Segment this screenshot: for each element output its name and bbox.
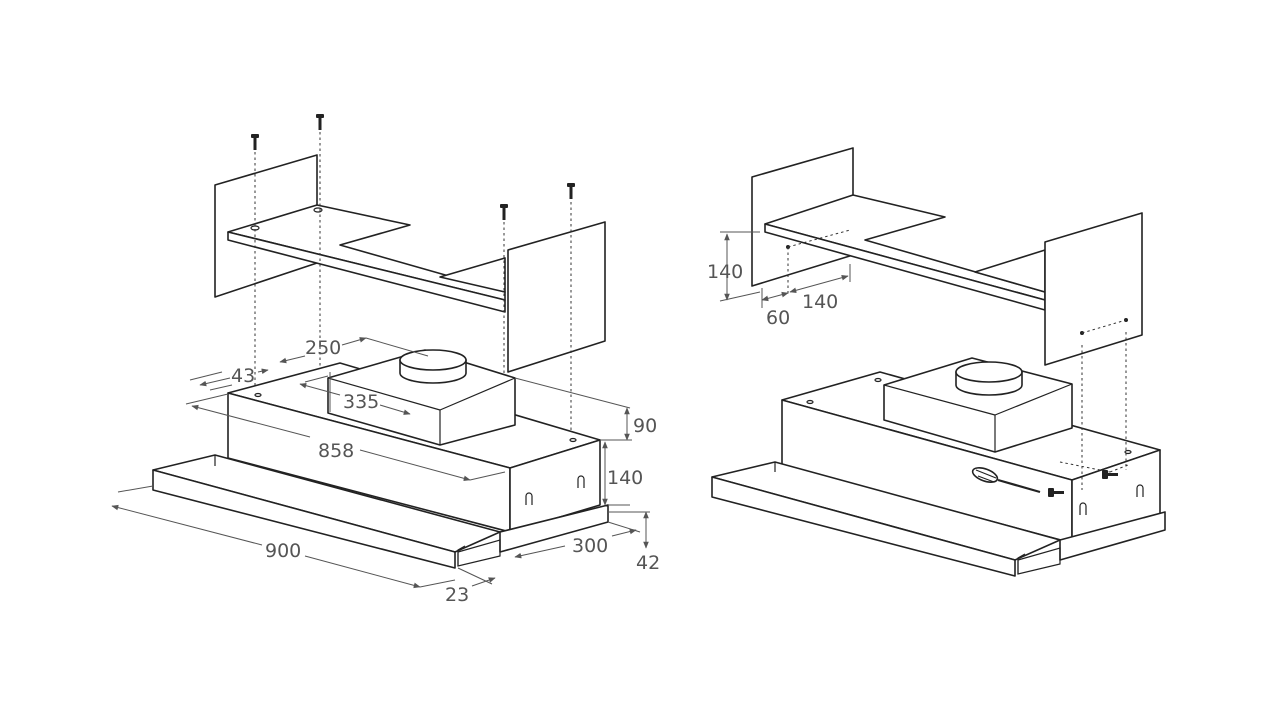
left-mounting-bracket bbox=[214, 154, 606, 373]
dim-335-label: 335 bbox=[343, 391, 379, 413]
dim-900-label: 900 bbox=[265, 540, 301, 562]
left-dimensions: 250 43 335 858 90 140 bbox=[111, 337, 660, 606]
left-screws bbox=[251, 114, 575, 220]
dim-140-vertical-label: 140 bbox=[707, 261, 743, 283]
dim-23-label: 23 bbox=[445, 584, 469, 606]
dim-60-label: 60 bbox=[766, 307, 790, 329]
screw-icon bbox=[567, 183, 575, 199]
dim-250-label: 250 bbox=[305, 337, 341, 359]
dim-43-label: 43 bbox=[231, 365, 255, 387]
screw-icon bbox=[1102, 470, 1118, 479]
screw-icon bbox=[1048, 488, 1064, 497]
left-guide-lines bbox=[254, 132, 572, 465]
screw-icon bbox=[500, 204, 508, 220]
dim-858-label: 858 bbox=[318, 440, 354, 462]
left-hood-body bbox=[227, 349, 601, 533]
right-front-panel bbox=[711, 461, 1166, 577]
screw-icon bbox=[316, 114, 324, 130]
screwdriver-icon bbox=[971, 467, 1041, 494]
left-front-panel bbox=[152, 454, 609, 569]
dim-90-label: 90 bbox=[633, 415, 657, 437]
screw-icon bbox=[251, 134, 259, 150]
dim-42-label: 42 bbox=[636, 552, 660, 574]
right-mounting-bracket bbox=[751, 147, 1143, 366]
right-screwdriver bbox=[971, 467, 1118, 497]
dim-300-label: 300 bbox=[572, 535, 608, 557]
dim-140-horizontal-label: 140 bbox=[802, 291, 838, 313]
right-view: 140 60 140 bbox=[707, 147, 1166, 577]
right-dimensions: 140 60 140 bbox=[707, 231, 851, 329]
dim-140-label: 140 bbox=[607, 467, 643, 489]
left-view: 250 43 335 858 90 140 bbox=[111, 114, 660, 606]
